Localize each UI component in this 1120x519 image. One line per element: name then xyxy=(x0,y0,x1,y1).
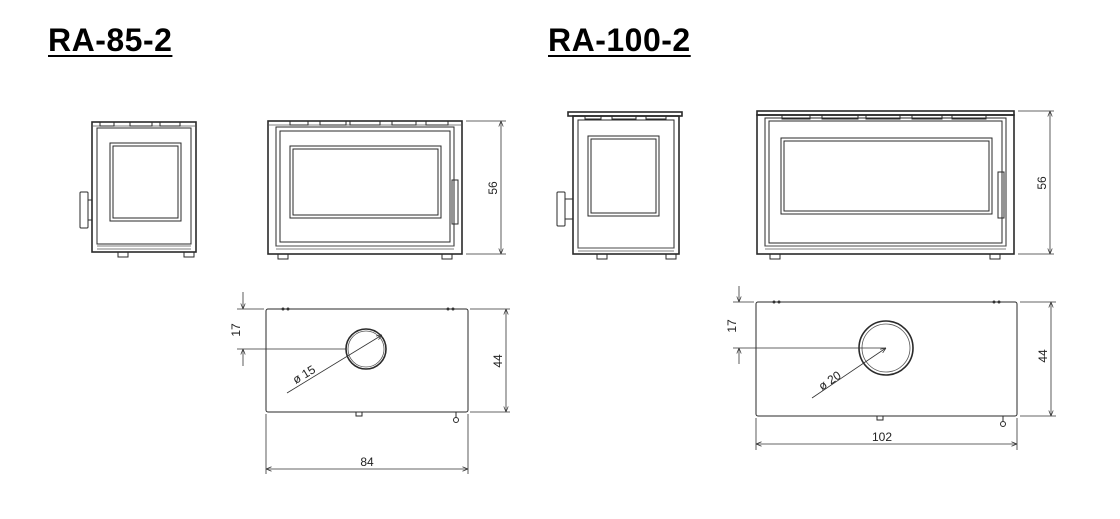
ra-100-2-height-dimension xyxy=(1018,110,1054,255)
ra-85-2-flue-outlet xyxy=(345,328,387,370)
ra-85-2-height-label: 56 xyxy=(486,181,500,195)
ra-100-2-flue-diameter-label: ø 20 xyxy=(816,368,844,393)
ra-85-2-side-view xyxy=(79,121,197,258)
model-title-ra-100-2: RA-100-2 xyxy=(548,22,691,58)
ra-85-2-flue-diameter-label: ø 15 xyxy=(290,362,318,387)
ra-100-2-offset-label: 17 xyxy=(725,319,739,333)
model-title-ra-85-2: RA-85-2 xyxy=(48,22,173,58)
ra-100-2-depth-label: 44 xyxy=(1036,349,1050,363)
ra-85-2-offset-label: 17 xyxy=(229,323,243,337)
ra-85-2-top-view xyxy=(265,307,469,423)
ra-100-2-front-view xyxy=(756,110,1015,260)
ra-85-2-width-label: 84 xyxy=(360,455,374,469)
ra-100-2-width-label: 102 xyxy=(872,430,892,444)
ra-100-2-top-view xyxy=(755,300,1018,427)
ra-100-2-side-view xyxy=(556,111,683,260)
ra-85-2-depth-label: 44 xyxy=(491,354,505,368)
ra-85-2-height-dimension xyxy=(466,120,506,255)
ra-100-2-height-label: 56 xyxy=(1035,176,1049,190)
ra-100-2-top-dimensions xyxy=(733,286,1056,450)
ra-85-2-front-view xyxy=(267,120,463,260)
ra-85-2-top-dimensions xyxy=(237,292,510,474)
